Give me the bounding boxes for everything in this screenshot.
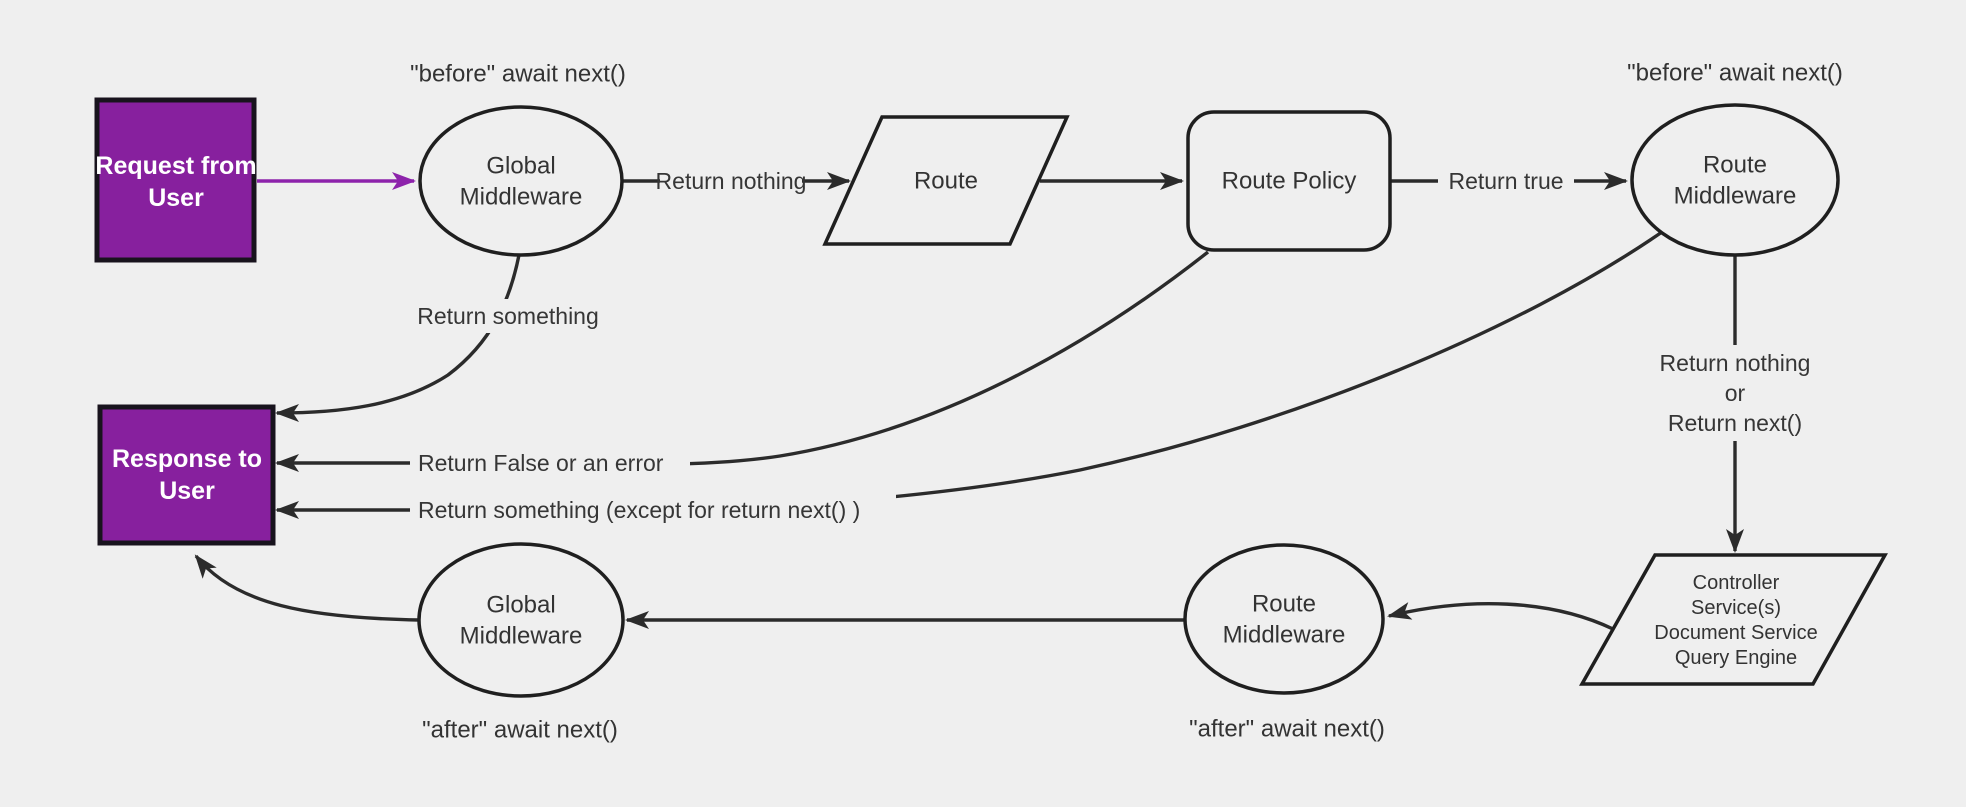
- node-response-to-user: [97, 404, 276, 546]
- node-route-mw-bottom-line2: Middleware: [1223, 622, 1346, 649]
- labelbg-return-nothing-or: [1645, 345, 1825, 441]
- node-controller-line3: Document Service: [1654, 622, 1817, 644]
- node-global-mw-bottom-line1: Global: [486, 592, 555, 619]
- annotation-before-await-next-right: "before" await next(): [1627, 60, 1843, 87]
- edge-controller-to-route-mw-bottom: [1387, 602, 1614, 631]
- node-request-label-line2: User: [148, 184, 204, 212]
- edge-global-mw-bottom-to-response: [194, 554, 420, 622]
- node-route-mw-top-line1: Route: [1703, 152, 1767, 179]
- edge-labels: Return nothing Return true Return someth…: [417, 168, 1810, 523]
- node-controller-line1: Controller: [1693, 572, 1780, 594]
- nodes: Request from User Global Middleware Rout…: [94, 97, 1888, 698]
- node-route-middleware-top: [1630, 103, 1840, 257]
- node-response-label-line1: Response to: [112, 445, 262, 473]
- node-request-from-user: [94, 97, 257, 263]
- edge-label-return-nothing: Return nothing: [656, 168, 807, 194]
- edge-global-mw-to-response: [275, 254, 521, 422]
- edge-label-return-something: Return something: [417, 303, 599, 329]
- node-route: [822, 115, 1070, 246]
- node-global-mw-bottom-line2: Middleware: [460, 623, 583, 650]
- node-route-label: Route: [914, 168, 978, 195]
- labelbg-return-false: [410, 446, 690, 480]
- node-request-label-line1: Request from: [95, 152, 256, 180]
- node-global-middleware-top: [418, 105, 624, 257]
- edge-label-return-nothing-or-line3: Return next(): [1668, 410, 1802, 436]
- node-route-policy-label: Route Policy: [1222, 168, 1357, 195]
- edge-label-return-something-except: Return something (except for return next…: [418, 497, 860, 523]
- node-route-middleware-bottom: [1183, 543, 1385, 695]
- node-controller-line4: Query Engine: [1675, 647, 1797, 669]
- labelbg-return-something: [415, 299, 601, 333]
- node-global-mw-top-line2: Middleware: [460, 184, 583, 211]
- annotation-after-await-next-left: "after" await next(): [422, 717, 618, 744]
- node-route-mw-top-line2: Middleware: [1674, 183, 1797, 210]
- labelbg-return-true: [1438, 164, 1574, 198]
- node-response-label-line2: User: [159, 477, 215, 505]
- annotation-after-await-next-right: "after" await next(): [1189, 716, 1385, 743]
- labelbg-return-something-except: [410, 493, 896, 527]
- node-global-middleware-bottom: [417, 542, 625, 698]
- node-route-policy: [1186, 110, 1392, 252]
- labelbg-return-nothing: [660, 164, 802, 198]
- edge-label-return-true: Return true: [1448, 168, 1563, 194]
- edge-label-return-false: Return False or an error: [418, 450, 664, 476]
- annotations: "before" await next() "before" await nex…: [410, 60, 1843, 744]
- edge-label-return-nothing-or-line1: Return nothing: [1660, 350, 1811, 376]
- node-controller-line2: Service(s): [1691, 597, 1781, 619]
- annotation-before-await-next-left: "before" await next(): [410, 61, 626, 88]
- node-controller-services: [1578, 553, 1888, 686]
- node-route-mw-bottom-line1: Route: [1252, 591, 1316, 618]
- edge-label-backgrounds: [410, 164, 1825, 527]
- node-global-mw-top-line1: Global: [486, 153, 555, 180]
- edge-label-return-nothing-or-line2: or: [1725, 380, 1746, 406]
